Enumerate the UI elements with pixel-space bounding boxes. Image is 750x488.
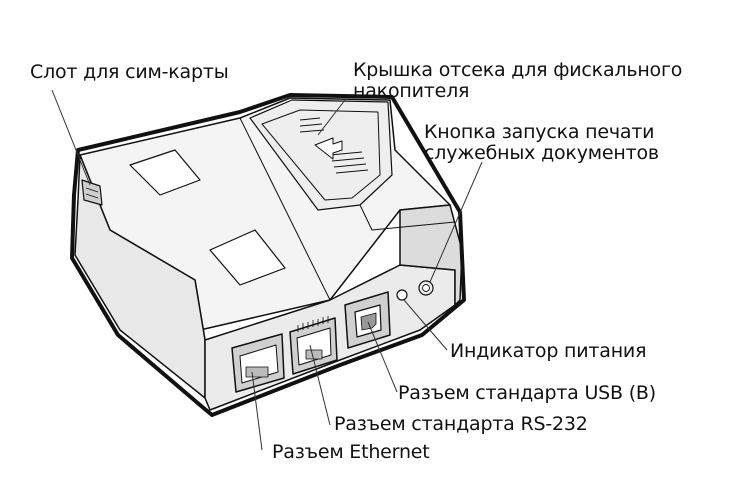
label-print-button-line1: Кнопка запуска печати — [424, 121, 655, 143]
label-ethernet-port: Разъем Ethernet — [272, 441, 430, 463]
ethernet-port — [231, 333, 285, 393]
rs232-port — [289, 316, 338, 375]
leader-usb — [367, 321, 398, 393]
label-print-button-line2: служебных документов — [424, 142, 659, 164]
leader-rs232 — [309, 344, 331, 426]
leader-fiscal-cover — [317, 99, 346, 136]
leader-power-indicator — [403, 299, 448, 351]
leader-print-button — [429, 161, 483, 283]
leader-ethernet — [251, 371, 263, 451]
sim-slot — [81, 179, 103, 206]
label-fiscal-cover-line1: Крышка отсека для фискального — [353, 59, 683, 81]
label-fiscal-cover-line2: накопителя — [353, 80, 470, 102]
power-indicator-led — [396, 289, 408, 301]
leader-sim-slot — [51, 89, 91, 186]
label-power-indicator: Индикатор питания — [450, 340, 647, 362]
label-rs232-port: Разъем стандарта RS-232 — [334, 413, 588, 435]
usb-b-port — [344, 291, 391, 349]
leader-lines — [51, 89, 483, 451]
device-body — [70, 93, 466, 417]
label-usb-port: Разъем стандарта USB (B) — [398, 382, 656, 404]
label-sim-slot: Слот для сим-карты — [30, 61, 229, 83]
